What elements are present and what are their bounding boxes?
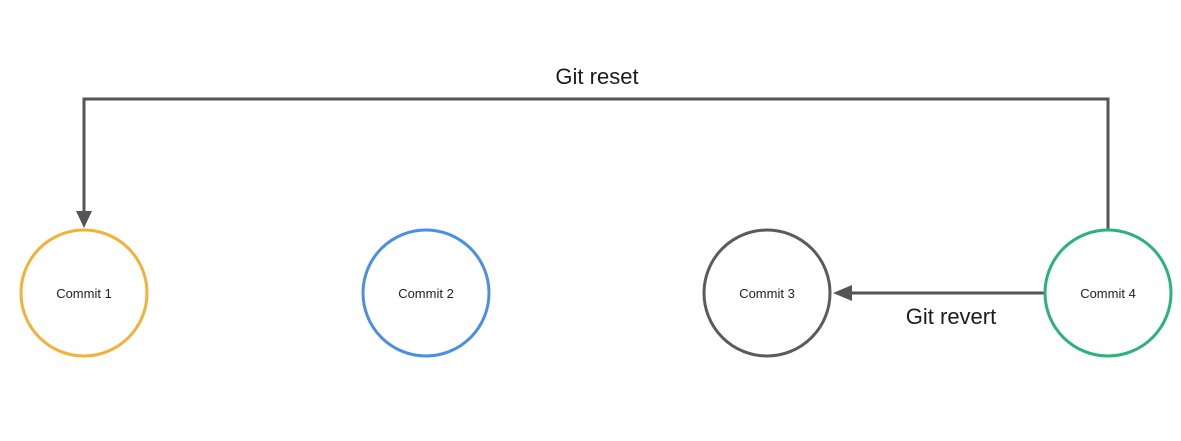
commit-label-2: Commit 2 [398, 286, 454, 301]
commit-node-2: Commit 2 [361, 228, 491, 358]
git-revert-label: Git revert [906, 304, 996, 329]
commit-node-4: Commit 4 [1043, 228, 1173, 358]
git-reset-label: Git reset [555, 64, 638, 89]
commit-label-1: Commit 1 [56, 286, 112, 301]
commit-label-4: Commit 4 [1080, 286, 1136, 301]
commit-node-3: Commit 3 [702, 228, 832, 358]
commit-circle-3 [702, 228, 832, 358]
commit-circle-2 [361, 228, 491, 358]
commit-circle-4 [1043, 228, 1173, 358]
commit-circle-1 [19, 228, 149, 358]
git-reset-connector [82, 97, 1110, 229]
git-reset-arrowhead [76, 211, 92, 228]
commit-node-1: Commit 1 [19, 228, 149, 358]
commit-label-3: Commit 3 [739, 286, 795, 301]
git-revert-arrowhead [833, 285, 852, 301]
